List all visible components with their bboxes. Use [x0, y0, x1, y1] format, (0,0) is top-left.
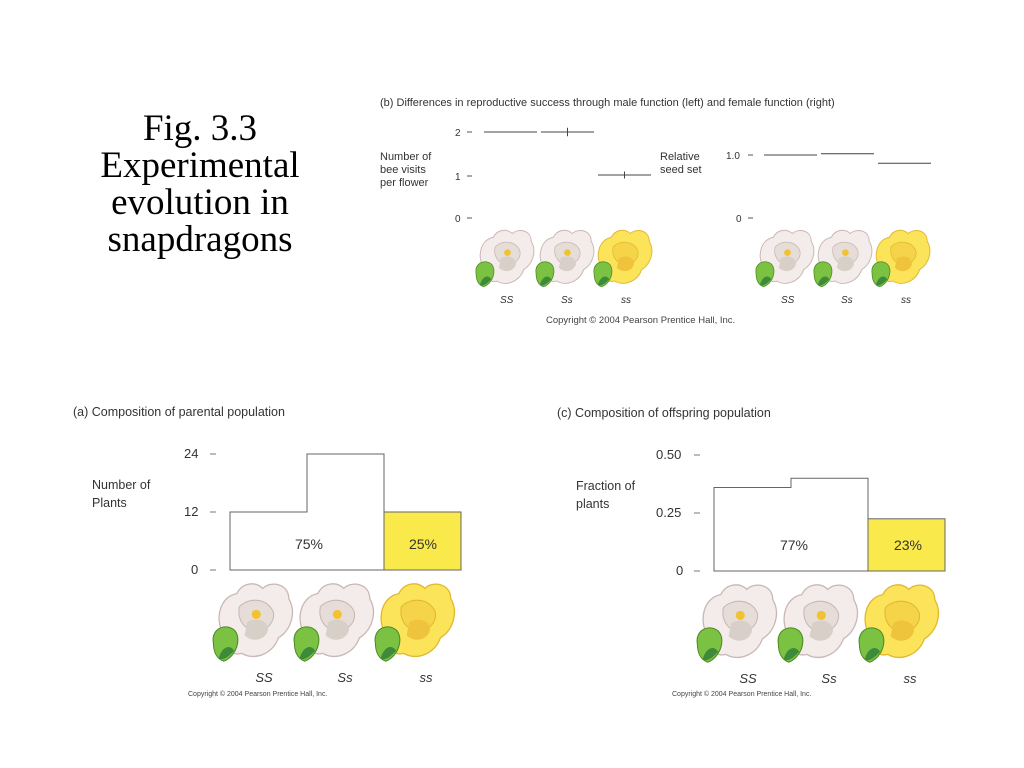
panel-b-right-marks: [764, 153, 931, 164]
panel-b-right-ytick-0: 0: [736, 214, 742, 225]
bar-SS: [714, 487, 791, 571]
slide-title-line-3: evolution in: [111, 182, 289, 223]
panel-a-label-75: 75%: [295, 536, 323, 552]
slide-title-line-1: Fig. 3.3: [142, 108, 258, 149]
panel-b-left-ylabel-line-2: bee visits: [380, 164, 426, 176]
panel-c: (c) Composition of offspring population …: [557, 406, 946, 698]
panel-a-label-25: 25%: [409, 536, 437, 552]
panel-b-right-ylabel-line-1: Relative: [660, 151, 700, 163]
slide-title-line-2: Experimental: [100, 145, 300, 186]
panel-c-ytick-050: 0.50: [656, 447, 681, 462]
panel-c-copyright: Copyright © 2004 Pearson Prentice Hall, …: [672, 690, 811, 698]
panel-c-ylabel-line-1: Fraction of: [576, 479, 636, 493]
panel-b-copyright: Copyright © 2004 Pearson Prentice Hall, …: [546, 315, 735, 326]
flower-yellow-icon: [374, 583, 456, 662]
panel-c-genotype-1: SS: [739, 671, 757, 686]
panel-b-left-ytick-2: 2: [455, 128, 461, 139]
flower-ss-pink-icon: [777, 584, 859, 663]
panel-a-bars: [229, 453, 462, 571]
panel-a-title: (a) Composition of parental population: [73, 405, 285, 419]
bar-SS: [230, 512, 307, 570]
panel-b-left-marks: [484, 127, 651, 179]
panel-a-copyright: Copyright © 2004 Pearson Prentice Hall, …: [188, 690, 327, 698]
panel-b-left-ylabel-line-3: per flower: [380, 177, 429, 189]
panel-a-genotype-1: SS: [255, 670, 273, 685]
flower-ss-white-icon: [696, 584, 778, 663]
panel-c-bars: [713, 477, 946, 572]
panel-b-right-genotype-3: ss: [901, 295, 911, 306]
panel-b-title: (b) Differences in reproductive success …: [380, 97, 835, 109]
flower-ss-pink-icon: [293, 583, 375, 662]
flower-ss-white-icon: [475, 229, 535, 288]
panel-b-left-genotype-3: ss: [621, 295, 631, 306]
panel-b-left-genotype-1: SS: [500, 295, 514, 306]
panel-b-left-genotype-2: Ss: [561, 295, 573, 306]
slide-title: Fig. 3.3 Experimental evolution in snapd…: [70, 110, 330, 258]
panel-c-title: (c) Composition of offspring population: [557, 406, 771, 420]
flower-ss-pink-icon: [535, 229, 595, 288]
white-block-outline: [229, 453, 385, 571]
panel-c-label-23: 23%: [894, 537, 922, 553]
panel-a-ytick-24: 24: [184, 446, 198, 461]
panel-a-ytick-12: 12: [184, 504, 198, 519]
panel-c-genotype-2: Ss: [821, 671, 837, 686]
panel-b: (b) Differences in reproductive success …: [380, 97, 931, 326]
panel-a: (a) Composition of parental population N…: [73, 405, 462, 698]
flower-yellow-icon: [858, 584, 940, 663]
panel-c-genotype-3: ss: [904, 671, 918, 686]
panel-a-ytick-0: 0: [191, 562, 198, 577]
flower-ss-pink-icon: [813, 229, 873, 288]
panel-b-right-genotype-2: Ss: [841, 295, 853, 306]
slide-title-line-4: snapdragons: [107, 219, 293, 260]
panel-b-left-ylabel-line-1: Number of: [380, 151, 432, 163]
flower-yellow-icon: [593, 229, 653, 288]
panel-a-genotype-3: ss: [420, 670, 434, 685]
bar-Ss: [791, 478, 868, 571]
panel-b-left-ytick-1: 1: [455, 172, 461, 183]
panel-b-left-ytick-0: 0: [455, 214, 461, 225]
panel-c-ytick-0: 0: [676, 563, 683, 578]
panel-c-ylabel-line-2: plants: [576, 497, 609, 511]
panel-c-ytick-025: 0.25: [656, 505, 681, 520]
bar-Ss: [307, 454, 384, 570]
flower-yellow-icon: [871, 229, 931, 288]
bar-ss: [867, 518, 946, 572]
panel-b-right-ylabel-line-2: seed set: [660, 164, 702, 176]
bar-ss: [383, 511, 462, 571]
flower-ss-white-icon: [212, 583, 294, 662]
panel-a-ylabel-line-1: Number of: [92, 478, 151, 492]
panel-a-ylabel-line-2: Plants: [92, 496, 127, 510]
panel-c-label-77: 77%: [780, 537, 808, 553]
panel-b-right-ytick-1: 1.0: [726, 151, 740, 162]
flower-ss-white-icon: [755, 229, 815, 288]
panel-b-right-genotype-1: SS: [781, 295, 795, 306]
panel-a-genotype-2: Ss: [337, 670, 353, 685]
white-block-outline: [713, 477, 869, 572]
